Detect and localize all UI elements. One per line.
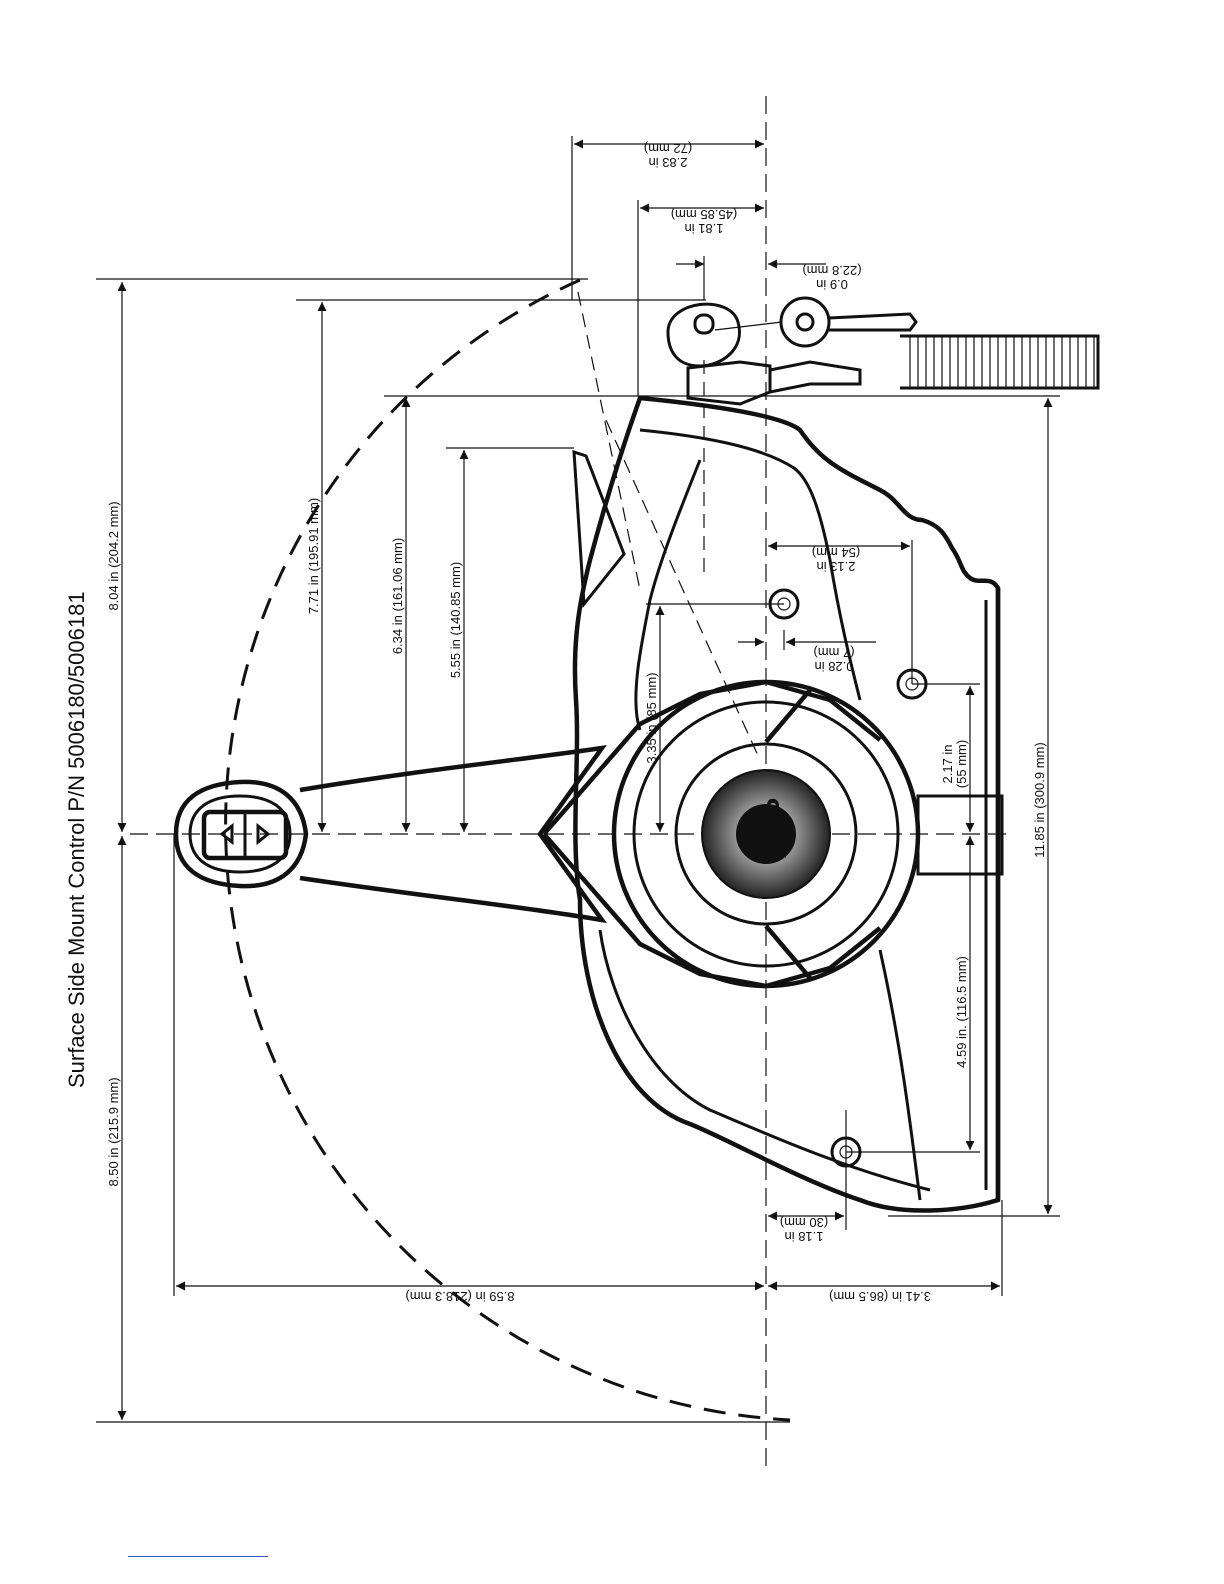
control-housing bbox=[572, 395, 1001, 1213]
dim-0-9-metric: (22.8 mm) bbox=[802, 263, 861, 278]
extension-lines bbox=[96, 136, 1060, 1423]
brp-logo: BRP bbox=[761, 799, 792, 858]
handle-swing-arc bbox=[224, 278, 791, 1422]
dimension-lines bbox=[117, 139, 1053, 1420]
base-plate bbox=[916, 588, 1004, 1200]
dim-0-28-label: 0.28 in bbox=[814, 659, 853, 674]
dim-8-04-label: 8.04 in (204.2 mm) bbox=[106, 501, 121, 610]
arrow-left-icon bbox=[219, 822, 234, 846]
dim-2-13-metric: (54 mm) bbox=[812, 545, 860, 560]
dim-8-50-label: 8.50 in (215.9 mm) bbox=[106, 1077, 121, 1186]
dim-3-35-label: 3.35 in (85 mm) bbox=[644, 672, 659, 763]
dim-5-55-label: 5.55 in (140.85 mm) bbox=[448, 562, 463, 678]
dim-1-18-label: 1.18 in bbox=[784, 1229, 823, 1244]
dim-4-59-label: 4.59 in. (116.5 mm) bbox=[954, 956, 969, 1068]
dim-2-17-label: 2.17 in bbox=[940, 744, 955, 783]
dim-6-34-label: 6.34 in (161.06 mm) bbox=[390, 538, 405, 654]
dim-1-81-label: 1.81 in bbox=[684, 221, 723, 236]
dim-2-83-label: 2.83 in bbox=[648, 155, 687, 170]
dim-0-28-metric: (7 mm) bbox=[813, 645, 854, 660]
housing-notch bbox=[572, 449, 626, 608]
hub-dial: BRP bbox=[542, 679, 921, 989]
dim-1-81-metric: (45.85 mm) bbox=[671, 207, 737, 222]
phantom-line-upper bbox=[577, 291, 641, 591]
coiled-cable bbox=[900, 334, 1100, 390]
dim-2-17-metric: (55 mm) bbox=[954, 740, 969, 788]
dim-2-83-metric: (72 mm) bbox=[644, 141, 692, 156]
drawing-title: Surface Side Mount Control P/N 5006180/5… bbox=[64, 591, 89, 1088]
dim-8-59-label: 8.59 in (218.3 mm) bbox=[405, 1289, 514, 1304]
footnote-rule bbox=[128, 1556, 268, 1557]
housing-lower-contour bbox=[598, 929, 931, 1201]
phantom-line-middle bbox=[605, 419, 761, 761]
control-handle bbox=[173, 745, 608, 924]
dim-0-9-label: 0.9 in bbox=[816, 277, 848, 292]
dim-7-71-label: 7.71 in (195.91 mm) bbox=[306, 498, 321, 614]
dim-3-41-label: 3.41 in (86.5 mm) bbox=[829, 1289, 931, 1304]
dim-11-85-label: 11.85 in (300.9 mm) bbox=[1032, 742, 1047, 857]
dim-1-18-metric: (30 mm) bbox=[780, 1215, 828, 1230]
arrow-right-icon bbox=[256, 822, 271, 846]
dim-2-13-label: 2.13 in bbox=[816, 559, 855, 574]
neutral-lock-button[interactable] bbox=[201, 809, 289, 861]
housing-inner-contour bbox=[634, 428, 862, 731]
key-switch-assembly bbox=[666, 296, 918, 406]
